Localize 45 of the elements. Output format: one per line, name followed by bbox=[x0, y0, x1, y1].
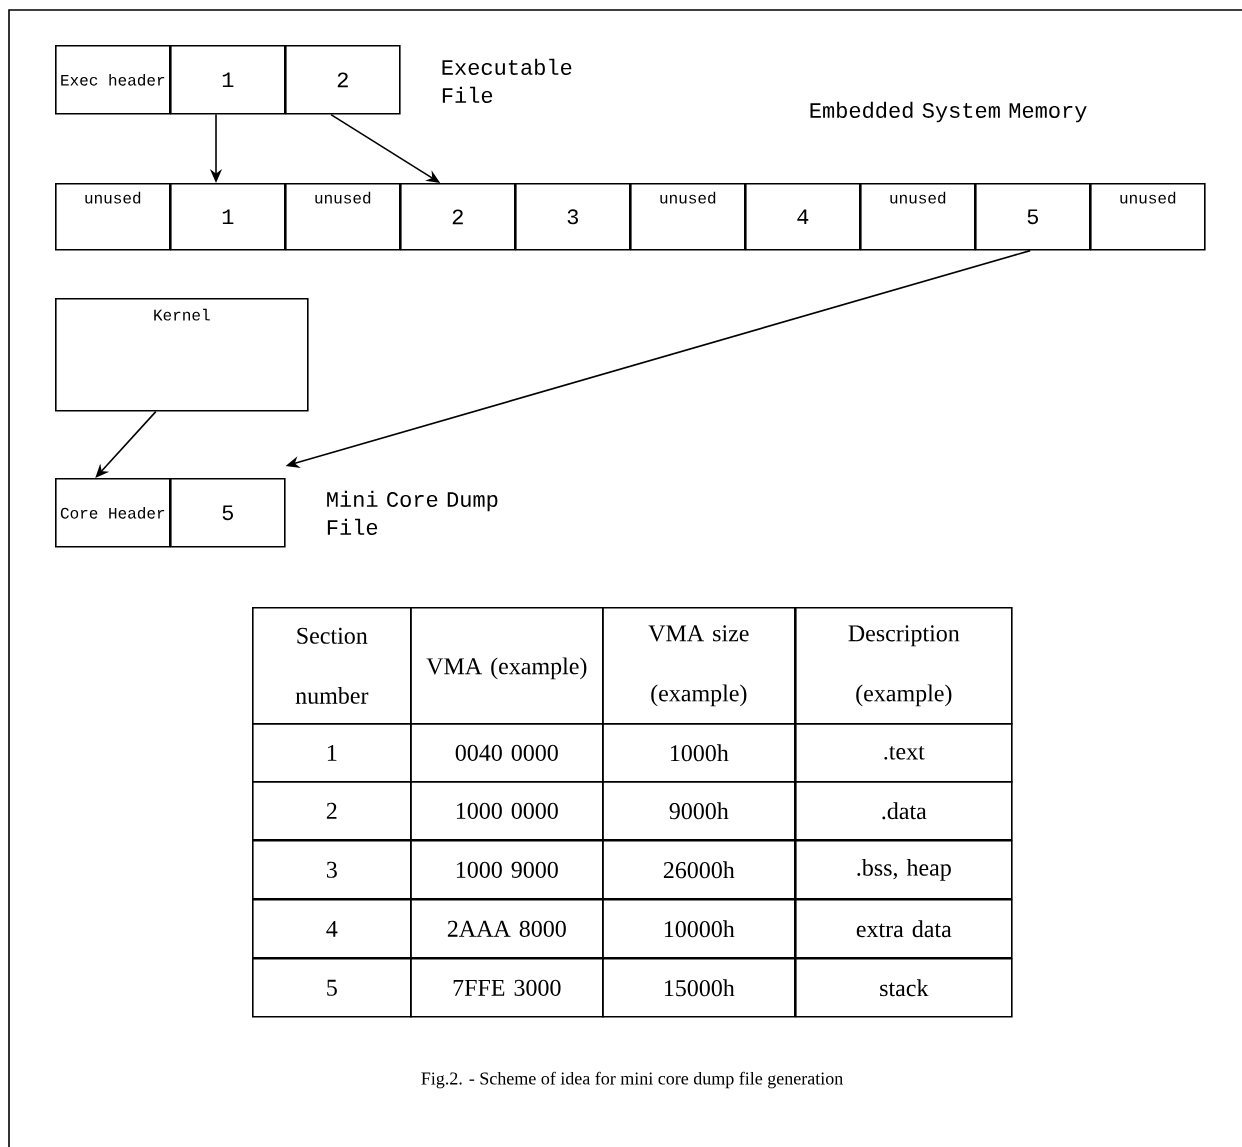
table-cell: 2AAA 8000 bbox=[410, 899, 604, 959]
table-cell: 4 bbox=[252, 899, 412, 959]
heading-label: Executable File bbox=[442, 58, 572, 103]
arrow bbox=[95, 410, 157, 478]
table-cell: Description (example) bbox=[795, 607, 1013, 725]
memory-cell: unused bbox=[860, 183, 976, 251]
heading-label: Embedded System Memory bbox=[810, 101, 1087, 123]
file-cell: 2 bbox=[285, 45, 401, 115]
table-cell: stack bbox=[795, 958, 1013, 1018]
table-cell: 1000h bbox=[602, 723, 796, 783]
memory-cell: 3 bbox=[515, 183, 631, 251]
memory-cell: 2 bbox=[400, 183, 516, 251]
memory-cell: 5 bbox=[975, 183, 1091, 251]
table-cell: .data bbox=[795, 781, 1013, 841]
file-cell: Exec header bbox=[55, 45, 171, 115]
table-cell: 1000 9000 bbox=[410, 840, 604, 900]
memory-cell: unused bbox=[1090, 183, 1206, 251]
memory-cell: 4 bbox=[745, 183, 861, 251]
table-cell: 1 bbox=[252, 723, 412, 783]
table-cell: VMA (example) bbox=[410, 607, 604, 725]
heading-label: Mini Core Dump File bbox=[327, 490, 498, 535]
table-cell: extra data bbox=[795, 899, 1013, 959]
table-cell: 0040 0000 bbox=[410, 723, 604, 783]
memory-cell: unused bbox=[285, 183, 401, 251]
table-cell: Section number bbox=[252, 607, 412, 725]
table-cell: 9000h bbox=[602, 781, 796, 841]
table-cell: .bss, heap bbox=[795, 840, 1013, 900]
file-cell: 5 bbox=[170, 478, 286, 548]
file-cell: 1 bbox=[170, 45, 286, 115]
table-cell: 2 bbox=[252, 781, 412, 841]
kernel-box: Kernel bbox=[55, 298, 309, 412]
memory-cell: 1 bbox=[170, 183, 286, 251]
memory-cell: unused bbox=[55, 183, 171, 251]
table-cell: 7FFE 3000 bbox=[410, 958, 604, 1018]
table-cell: 3 bbox=[252, 840, 412, 900]
table-cell: 5 bbox=[252, 958, 412, 1018]
file-cell: Core Header bbox=[55, 478, 171, 548]
memory-cell: unused bbox=[630, 183, 746, 251]
caption: Fig.2. - Scheme of idea for mini core dump file generation bbox=[421, 1071, 843, 1089]
table-cell: 1000 0000 bbox=[410, 781, 604, 841]
table-cell: 26000h bbox=[602, 840, 796, 900]
table-cell: .text bbox=[795, 723, 1013, 783]
table-cell: 10000h bbox=[602, 899, 796, 959]
table-cell: 15000h bbox=[602, 958, 796, 1018]
table-cell: VMA size (example) bbox=[602, 607, 796, 725]
